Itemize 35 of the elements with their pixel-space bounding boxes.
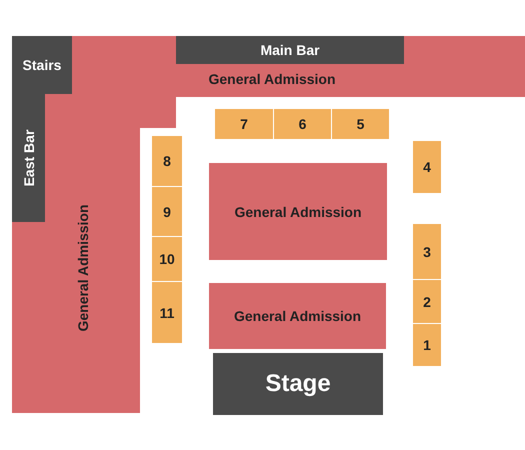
general-admission-area: [209, 283, 386, 349]
section-number: 8: [163, 153, 171, 169]
section-number: 7: [240, 116, 248, 132]
seating-section: [274, 109, 331, 139]
dark-area: [12, 94, 45, 222]
area-label: General Admission: [234, 204, 362, 220]
seating-section: [152, 282, 182, 343]
bar-label: Main Bar: [260, 42, 320, 58]
stage-label: Stage: [265, 370, 331, 398]
section-number: 2: [423, 294, 431, 310]
seating-section: [332, 109, 389, 139]
section-number: 11: [160, 304, 174, 320]
seating-section: [215, 109, 273, 139]
section-number: 4: [423, 159, 431, 175]
seating-section: [413, 324, 441, 366]
dark-area: [213, 353, 383, 415]
bar-label: East Bar: [20, 130, 36, 186]
seating-section: [413, 141, 441, 193]
area-label: General Admission: [75, 204, 91, 332]
stairs-label: Stairs: [22, 57, 62, 73]
section-number: 5: [356, 116, 364, 132]
dark-area: [12, 36, 72, 94]
seating-section: [152, 187, 182, 236]
section-number: 6: [298, 116, 306, 132]
section-number: 10: [159, 251, 175, 267]
seating-section: [152, 136, 182, 186]
section-number: 1: [423, 337, 431, 353]
general-admission-area: [209, 163, 387, 260]
seating-section: [152, 237, 182, 281]
section-number: 3: [423, 244, 431, 260]
area-label: General Admission: [208, 71, 336, 87]
section-number: 9: [163, 204, 171, 220]
seating-section: [413, 280, 441, 323]
seating-section: [413, 224, 441, 279]
area-label: General Admission: [234, 308, 362, 324]
